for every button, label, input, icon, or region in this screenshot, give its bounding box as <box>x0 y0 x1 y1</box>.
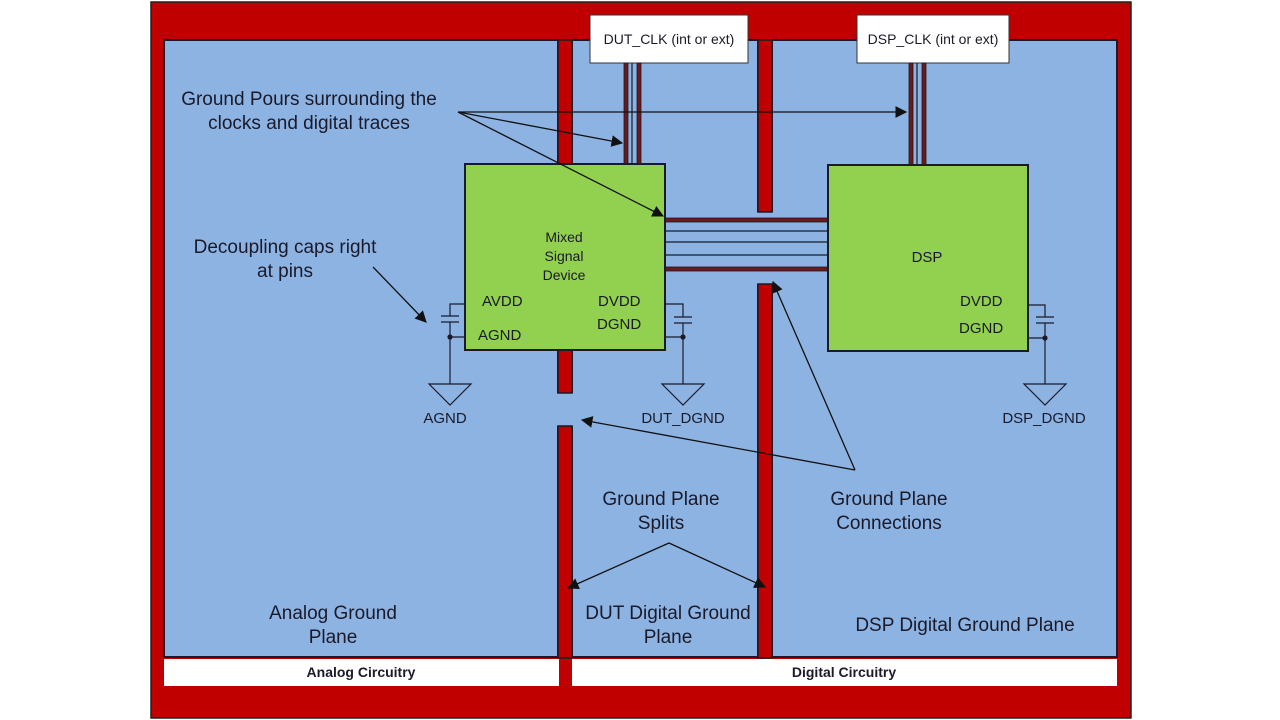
pin-avdd: AVDD <box>482 293 523 310</box>
dsp-decoupling-cap <box>1028 304 1054 384</box>
analog-plane-label-line: Analog Ground <box>269 603 397 624</box>
dsp-chip <box>827 164 1029 352</box>
mixed-signal-device-chip <box>464 163 666 351</box>
dsp-name: DSP <box>912 249 943 266</box>
split-segment <box>557 425 573 659</box>
pin-dvdd: DVDD <box>598 293 641 310</box>
agnd-label: AGND <box>423 410 467 427</box>
ground-pours-annotation-line: Ground Pours surrounding the <box>181 89 437 110</box>
pin-agnd: AGND <box>478 327 522 344</box>
mixed-signal-name-line: Mixed <box>545 229 582 245</box>
dsp-plane-label: DSP Digital Ground Plane <box>855 615 1074 636</box>
decoupling-annotation-line: Decoupling caps right <box>194 237 377 258</box>
ground-pours-arrows <box>457 106 908 217</box>
analog-circuitry-label: Analog Circuitry <box>307 664 416 680</box>
split-segment <box>757 39 773 213</box>
connections-annotation-line: Ground Plane <box>830 489 947 510</box>
split-segment <box>557 349 573 394</box>
analog-circuitry-band <box>164 659 559 686</box>
dsp-pin-dvdd: DVDD <box>960 293 1003 310</box>
split-bridge-dut-dsp <box>756 212 774 284</box>
ground-pours-annotation-line: clocks and digital traces <box>208 113 410 134</box>
connections-annotation-line: Connections <box>836 513 942 534</box>
dut-clk-box <box>589 14 749 64</box>
digital-circuitry-label: Digital Circuitry <box>792 664 896 680</box>
splits-annotation-line: Splits <box>638 513 684 534</box>
connections-arrows <box>580 280 856 471</box>
dut-dgnd-ground-symbol <box>660 383 706 406</box>
split-segment <box>557 39 573 165</box>
agnd-ground-symbol <box>427 383 473 406</box>
dsp-clk-box <box>856 14 1010 64</box>
dsp-dgnd-label: DSP_DGND <box>1002 410 1086 427</box>
dsp-dgnd-ground-symbol <box>1022 383 1068 406</box>
dut-dgnd-label: DUT_DGND <box>641 410 725 427</box>
split-bridge-analog-dut <box>556 393 574 426</box>
splits-arrows <box>566 542 767 590</box>
mixed-signal-name-line: Device <box>543 267 586 283</box>
decoupling-arrow <box>372 266 427 323</box>
dsp-clk-label: DSP_CLK (int or ext) <box>868 31 999 47</box>
dut-plane-label-line: DUT Digital Ground <box>585 603 750 624</box>
dut-clock-trace <box>623 62 642 165</box>
analog-plane-label-line: Plane <box>309 627 358 648</box>
split-segment <box>757 283 773 659</box>
dut-decoupling-cap <box>665 303 692 384</box>
splits-annotation-line: Ground Plane <box>602 489 719 510</box>
digital-circuitry-band <box>572 659 1117 686</box>
decoupling-annotation-line: at pins <box>257 261 313 282</box>
dut-clk-label: DUT_CLK (int or ext) <box>604 31 735 47</box>
dsp-pin-dgnd: DGND <box>959 320 1003 337</box>
dsp-clock-trace <box>908 62 927 166</box>
mixed-signal-name-line: Signal <box>545 248 584 264</box>
dut-plane-label-line: Plane <box>644 627 693 648</box>
analog-decoupling-cap <box>441 303 465 384</box>
pin-dgnd: DGND <box>597 316 641 333</box>
